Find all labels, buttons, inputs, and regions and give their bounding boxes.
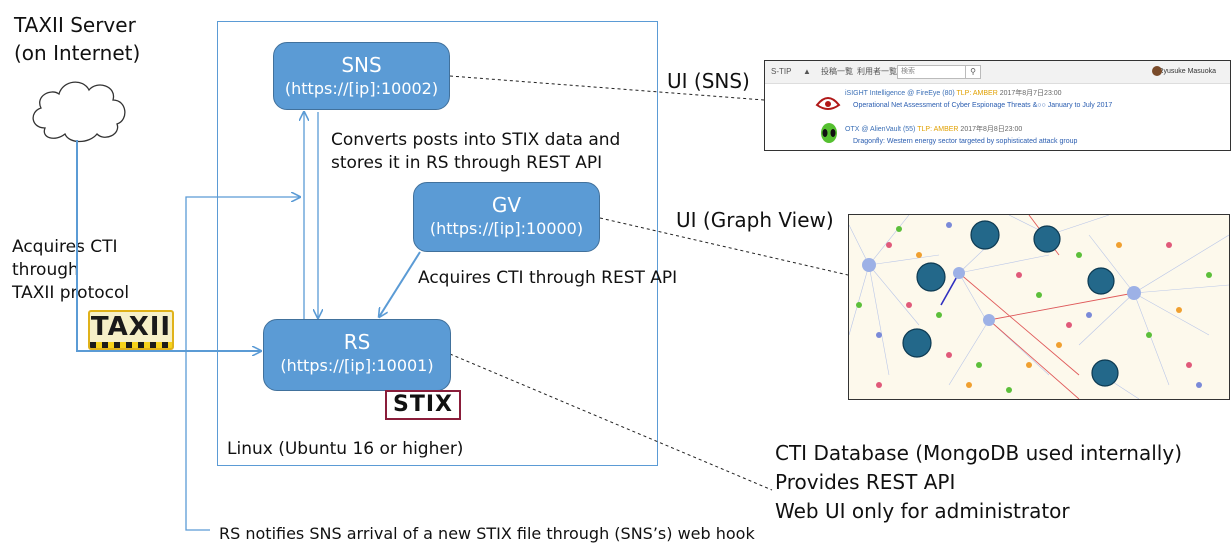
acquire-taxii-line2: through [12, 260, 79, 280]
sns-ui-user: Ryusuke Masuoka [1158, 68, 1216, 75]
taxii-server-subtitle: (on Internet) [14, 41, 141, 65]
rs-node-title: RS [343, 330, 371, 354]
stix-logo: STIX [385, 390, 461, 420]
gv-to-rs-arrow [379, 251, 421, 317]
internet-cloud-icon [32, 81, 126, 143]
alien-icon [821, 123, 837, 143]
post1-body: Operational Net Assessment of Cyber Espi… [853, 102, 1113, 109]
sns-ui-screenshot: S-TIP ▲ 投稿一覧 利用者一覧 検索 ⚲ Ryusuke Masuoka … [764, 60, 1231, 151]
sns-ui-nav-posts: 投稿一覧 [821, 67, 853, 76]
rs-desc-line3: Web UI only for administrator [775, 499, 1070, 523]
avatar [1152, 66, 1162, 76]
search-icon: ⚲ [965, 65, 981, 79]
rs-node-address: (https://[ip]:10001) [280, 356, 434, 375]
taxii-to-rs-arrow [76, 140, 261, 351]
rs-desc-leader [449, 353, 773, 491]
post2-body: Dragonfly: Western energy sector targete… [853, 138, 1078, 145]
sns-ui-nav-users: 利用者一覧 [857, 67, 897, 76]
sns-to-rs-note-line2: stores it in RS through REST API [331, 153, 603, 173]
graph-network-image [849, 215, 1229, 399]
taxii-logo: TAXII [88, 310, 174, 350]
gv-node-address: (https://[ip]:10000) [429, 219, 584, 238]
post1-tlp: TLP: AMBER [956, 90, 998, 97]
gv-ui-leader [599, 217, 849, 276]
sns-to-rs-note-line1: Converts posts into STIX data and [331, 130, 621, 150]
webhook-line [185, 197, 300, 531]
sns-ui-search-input: 検索 [897, 65, 970, 79]
sns-ui-leader [449, 75, 765, 101]
rs-node: RS (https://[ip]:10001) [263, 319, 451, 391]
acquire-taxii-line3: TAXII protocol [12, 283, 130, 303]
sns-ui-post-2: OTX @ AlienVault (55) TLP: AMBER 2017年8月… [845, 125, 1185, 147]
rs-desc-line1: CTI Database (MongoDB used internally) [775, 441, 1182, 465]
post2-tlp: TLP: AMBER [917, 126, 959, 133]
linux-label: Linux (Ubuntu 16 or higher) [227, 439, 464, 459]
graph-view-screenshot [848, 214, 1230, 400]
post2-date: 2017年8月8日23:00 [960, 126, 1023, 133]
bell-icon: ▲ [803, 67, 811, 76]
post1-date: 2017年8月7日23:00 [999, 90, 1062, 97]
sns-ui-post-1: iSIGHT Intelligence @ FireEye (80) TLP: … [845, 89, 1185, 111]
sns-ui-app-name: S-TIP [771, 67, 792, 76]
eye-icon [815, 97, 841, 110]
taxii-server-title: TAXII Server [14, 13, 136, 37]
post1-author: iSIGHT Intelligence @ FireEye (80) [845, 90, 955, 97]
ui-sns-label: UI (SNS) [667, 69, 750, 93]
rs-desc-line2: Provides REST API [775, 470, 956, 494]
gv-node: GV (https://[ip]:10000) [413, 182, 600, 252]
ui-gv-label: UI (Graph View) [676, 208, 834, 232]
sns-node: SNS (https://[ip]:10002) [273, 42, 450, 110]
post2-author: OTX @ AlienVault (55) [845, 126, 916, 133]
gv-rest-note: Acquires CTI through REST API [418, 268, 678, 288]
webhook-note: RS notifies SNS arrival of a new STIX fi… [219, 524, 755, 543]
gv-node-title: GV [491, 193, 522, 217]
linux-host-boundary [217, 21, 658, 466]
sns-ui-topbar: S-TIP ▲ 投稿一覧 利用者一覧 検索 ⚲ Ryusuke Masuoka [765, 61, 1230, 84]
sns-node-address: (https://[ip]:10002) [284, 79, 439, 98]
sns-node-title: SNS [341, 53, 382, 77]
acquire-taxii-line1: Acquires CTI [12, 237, 118, 257]
